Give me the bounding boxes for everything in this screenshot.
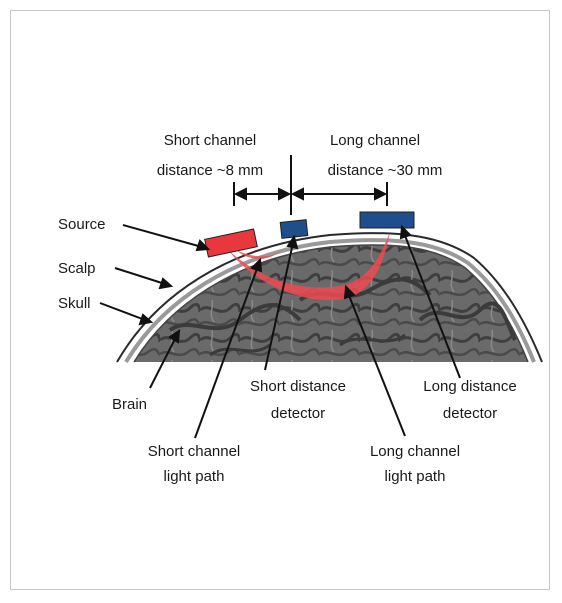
brain-label: Brain	[112, 396, 147, 413]
distance-brackets	[233, 155, 388, 215]
long-distance-detector-label-line2: detector	[443, 405, 497, 422]
short-channel-distance-label-line1: Short channel	[164, 132, 257, 149]
short-channel-distance-label-line2: distance ~8 mm	[157, 162, 263, 179]
long-channel-light-path-label-line1: Long channel	[370, 443, 460, 460]
short-distance-detector-label-line2: detector	[271, 405, 325, 422]
callout-arrows	[99, 224, 461, 439]
skull-layer	[124, 238, 536, 364]
short-channel-light-path-label-line2: light path	[164, 468, 225, 485]
short-distance-detector-label-line1: Short distance	[250, 378, 346, 395]
skull-label: Skull	[58, 295, 91, 312]
long-distance-detector-label-line1: Long distance	[423, 378, 516, 395]
scalp-layer	[116, 232, 543, 363]
long-channel-light-path-label-line2: light path	[385, 468, 446, 485]
light-paths	[228, 232, 390, 301]
scalp-label: Scalp	[58, 260, 96, 277]
source-label: Source	[58, 216, 106, 233]
short-channel-light-path-label-line1: Short channel	[148, 443, 241, 460]
long-channel-distance-label-line1: Long channel	[330, 132, 420, 149]
long-channel-distance-label-line2: distance ~30 mm	[328, 162, 443, 179]
long-distance-detector-optode	[359, 211, 415, 229]
long-channel-light-path-shape	[228, 232, 390, 301]
